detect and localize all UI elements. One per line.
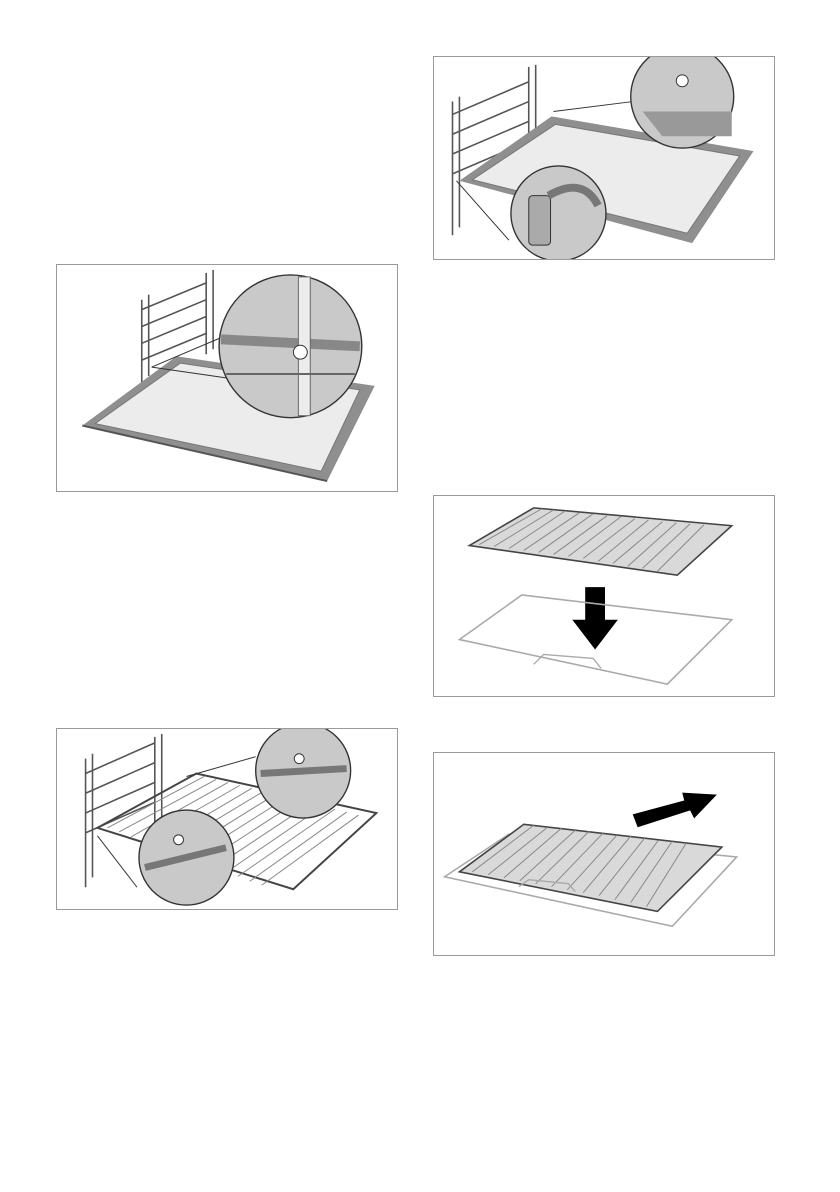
figure-air-fry-tray-slide-in: [433, 752, 775, 956]
baking-tray-on-shelf-runner-illustration: [57, 265, 397, 491]
figure-baking-tray-on-runner: [56, 264, 398, 492]
figure-universal-pan-on-runner: [433, 56, 775, 260]
air-fry-tray-slide-in-illustration: [434, 753, 774, 955]
figure-air-fry-basket-down: [433, 495, 775, 697]
air-fry-basket-insert-down-illustration: [434, 496, 774, 696]
figure-wire-rack-on-runner: [56, 728, 398, 910]
wire-rack-on-shelf-runner-illustration: [57, 729, 397, 909]
arrow-down-icon: [572, 587, 618, 649]
universal-pan-on-shelf-runner-illustration: [434, 57, 774, 259]
arrow-diagonal-icon: [633, 793, 717, 828]
